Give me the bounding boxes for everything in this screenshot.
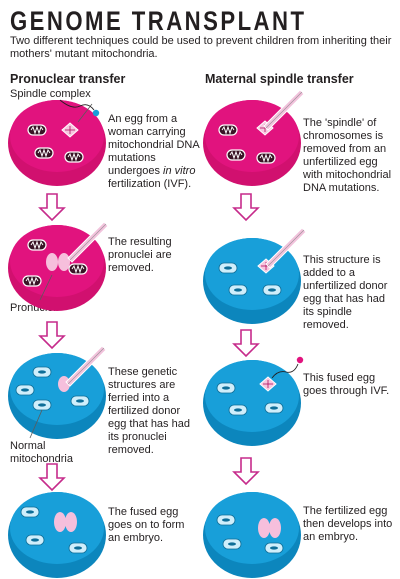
pronucleus-icon [58, 376, 70, 392]
normal-mitochondrion [228, 404, 248, 416]
spindle-step-3-text: This fused egg goes through IVF. [303, 372, 390, 397]
pronuclear-egg-4 [8, 492, 106, 578]
mutant-mitochondrion [34, 147, 54, 159]
mutant-mitochondrion [27, 124, 47, 136]
normal-mitochondrion [262, 284, 282, 296]
page-title: GENOME TRANSPLANT [10, 6, 307, 36]
normal-mitochondrion [264, 402, 284, 414]
normal-mitochondrion [216, 382, 236, 394]
pronucleus-icon [58, 253, 70, 271]
mutant-mitochondrion [64, 151, 84, 163]
down-arrow-icon [39, 193, 65, 221]
mutant-mitochondrion [27, 239, 47, 251]
down-arrow-icon [233, 457, 259, 485]
normal-mitochondrion [70, 395, 90, 407]
pronuclear-egg-1 [8, 100, 106, 186]
label-spindle-complex: Spindle complex [10, 88, 91, 100]
normal-mitochondrion [68, 542, 88, 554]
pronuclear-step-4-text: The fused egg goes on to form an embryo. [108, 506, 185, 544]
mutant-mitochondrion [22, 275, 42, 287]
pronucleus-icon [258, 518, 270, 538]
spindle-step-4-text: The fertilized egg then develops into an… [303, 505, 393, 543]
pronucleus-icon [65, 512, 77, 532]
spindle-egg-1 [203, 100, 301, 186]
page-subtitle: Two different techniques could be used t… [10, 35, 392, 60]
spindle-egg-4 [203, 492, 301, 578]
down-arrow-icon [233, 329, 259, 357]
spindle-step-1-text: The 'spindle' of chromosomes is removed … [303, 117, 392, 194]
mutant-mitochondrion [226, 149, 246, 161]
pronucleus-icon [269, 518, 281, 538]
spindle-heading: Maternal spindle transfer [205, 72, 354, 86]
normal-mitochondrion [216, 514, 236, 526]
pipette-icon [65, 345, 107, 387]
down-arrow-icon [39, 463, 65, 491]
normal-mitochondrion [228, 284, 248, 296]
down-arrow-icon [39, 321, 65, 349]
pronuclear-step-2-text: The resulting pronuclei are removed. [108, 236, 172, 274]
down-arrow-icon [233, 193, 259, 221]
spindle-step-2-text: This structure is added to a unfertilize… [303, 254, 388, 331]
mutant-mitochondrion [68, 263, 88, 275]
pronuclear-egg-3 [8, 353, 106, 439]
sperm-icon [271, 356, 304, 379]
mutant-mitochondrion [218, 124, 238, 136]
normal-mitochondrion [222, 538, 242, 550]
pipette-icon [67, 221, 109, 263]
sperm-icon [59, 99, 100, 117]
normal-mitochondrion [32, 366, 52, 378]
normal-mitochondrion [32, 399, 52, 411]
pronuclear-step-1-text: An egg from a woman carrying mitochondri… [108, 113, 200, 190]
label-normal-mitochondria: Normal mitochondria [10, 440, 73, 465]
pronuclear-step-3-text: These genetic structures are ferried int… [108, 366, 190, 456]
pronucleus-icon [46, 253, 58, 271]
spindle-egg-3 [203, 360, 301, 446]
pronuclear-heading: Pronuclear transfer [10, 72, 126, 86]
pipette-icon [265, 227, 307, 269]
normal-mitochondrion [218, 262, 238, 274]
mutant-mitochondrion [256, 152, 276, 164]
normal-mitochondrion [20, 506, 40, 518]
normal-mitochondrion [15, 384, 35, 396]
pronucleus-icon [54, 512, 66, 532]
normal-mitochondrion [25, 534, 45, 546]
normal-mitochondrion [264, 542, 284, 554]
pipette-icon [263, 89, 305, 131]
